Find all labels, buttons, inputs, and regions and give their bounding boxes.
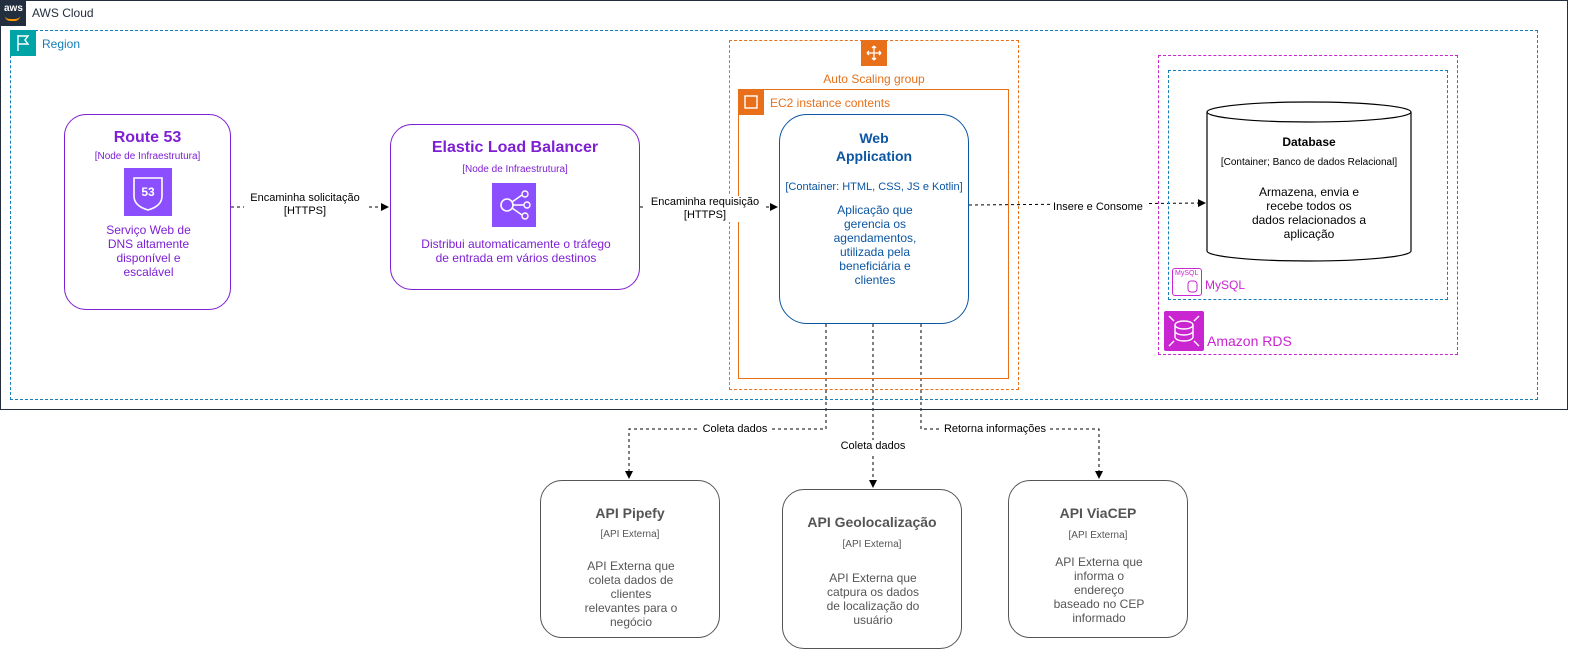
route53-shield-icon: 53 — [124, 168, 172, 216]
ec2-chip-icon — [738, 89, 764, 115]
webapp-title: Web Application — [835, 130, 913, 164]
elb-description: Distribui automaticamente o tráfego de e… — [421, 237, 611, 265]
database-subtitle: [Container; Banco de dados Relacional] — [1220, 157, 1398, 168]
route53-node[interactable]: Route 53 [Node de Infraestrutura] 53 Ser… — [64, 114, 231, 310]
edge-label-webapp-geo: Coleta dados — [838, 440, 908, 453]
region-flag-icon — [10, 30, 36, 56]
database-node[interactable]: Database [Container; Banco de dados Rela… — [1206, 101, 1412, 262]
api-viacep-node[interactable]: API ViaCEP [API Externa] API Externa que… — [1008, 480, 1188, 638]
route53-subtitle: [Node de Infraestrutura] — [94, 151, 201, 162]
amazon-rds-label: Amazon RDS — [1207, 333, 1292, 349]
elb-title: Elastic Load Balancer — [431, 139, 599, 156]
region-label: Region — [42, 37, 81, 51]
load-balancer-icon — [492, 183, 536, 227]
aws-logo-icon: aws — [0, 0, 26, 26]
auto-scaling-icon — [861, 40, 887, 66]
api-geo-title: API Geolocalização — [807, 514, 937, 530]
api-geo-subtitle: [API Externa] — [842, 539, 902, 550]
mysql-icon-text: MySQL — [1175, 270, 1199, 277]
api-pipefy-subtitle: [API Externa] — [600, 529, 660, 540]
mysql-group — [1168, 70, 1448, 300]
region-group — [10, 30, 1538, 400]
api-pipefy-description: API Externa que coleta dados de clientes… — [584, 559, 678, 629]
elb-subtitle: [Node de Infraestrutura] — [462, 164, 568, 175]
api-pipefy-title: API Pipefy — [595, 505, 665, 521]
amazon-rds-group — [1158, 55, 1458, 355]
elastic-load-balancer-node[interactable]: Elastic Load Balancer [Node de Infraestr… — [390, 124, 640, 290]
route53-title: Route 53 — [113, 129, 182, 146]
api-geolocalizacao-node[interactable]: API Geolocalização [API Externa] API Ext… — [782, 489, 962, 649]
database-description: Armazena, envia e recebe todos os dados … — [1251, 185, 1367, 241]
api-viacep-subtitle: [API Externa] — [1068, 530, 1128, 541]
aws-logo-text: aws — [4, 3, 23, 14]
mysql-icon: MySQL — [1172, 268, 1202, 296]
ec2-instance-group — [738, 89, 1009, 379]
edge-label-webapp-db: Insere e Consome — [1050, 201, 1146, 214]
web-application-node[interactable]: Web Application [Container: HTML, CSS, J… — [779, 114, 969, 324]
webapp-description: Aplicação que gerencia os agendamentos, … — [833, 203, 917, 287]
route53-icon-text: 53 — [141, 185, 155, 199]
edge-webapp-pipefy — [625, 324, 827, 479]
edge-label-webapp-pipefy: Coleta dados — [700, 423, 770, 436]
ec2-label: EC2 instance contents — [770, 96, 891, 110]
amazon-rds-icon — [1164, 311, 1204, 351]
database-title: Database — [1282, 135, 1336, 149]
api-geo-description: API Externa que catpura os dados de loca… — [826, 571, 920, 627]
aws-cloud-label: AWS Cloud — [32, 6, 94, 20]
api-pipefy-node[interactable]: API Pipefy [API Externa] API Externa que… — [540, 480, 720, 638]
api-viacep-title: API ViaCEP — [1059, 505, 1137, 521]
webapp-subtitle: [Container: HTML, CSS, JS e Kotlin] — [785, 181, 963, 193]
api-viacep-description: API Externa que informa o endereço basea… — [1053, 555, 1145, 625]
edge-label-elb-webapp: Encaminha requisição [HTTPS] — [646, 196, 764, 222]
edge-label-route53-elb: Encaminha solicitação [HTTPS] — [244, 192, 366, 218]
mysql-label: MySQL — [1205, 278, 1246, 292]
aws-cloud-group — [0, 0, 1568, 410]
auto-scaling-label: Auto Scaling group — [823, 72, 925, 86]
database-cylinder — [1206, 101, 1412, 262]
route53-description: Serviço Web de DNS altamente disponível … — [106, 223, 191, 279]
edge-label-webapp-viacep: Retorna informações — [942, 423, 1048, 436]
